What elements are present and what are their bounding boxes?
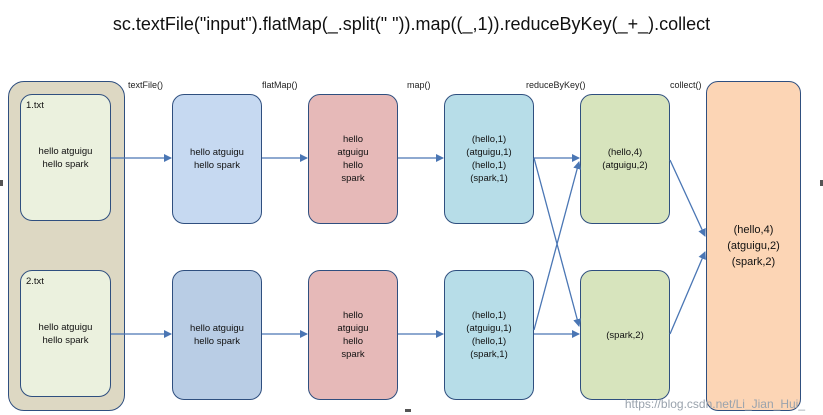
flatmap-bottom-word-4: spark xyxy=(341,349,365,360)
file1-line-2: hello spark xyxy=(42,158,89,170)
file-box-2: 2.txt hello atguigu hello spark xyxy=(20,270,111,397)
reduce-bottom-pair-1: (spark,2) xyxy=(606,329,644,341)
textfile-top-line-1: hello atguigu xyxy=(190,147,244,158)
map-bottom-pair-4: (spark,1) xyxy=(470,349,508,360)
textfile-top-line-2: hello spark xyxy=(194,160,240,171)
flatmap-top-word-1: hello xyxy=(342,134,364,145)
collect-pair-2: (atguigu,2) xyxy=(727,240,780,252)
collect-pair-3: (spark,2) xyxy=(731,256,776,268)
file1-line-1: hello atguigu xyxy=(38,145,93,157)
textfile-output-bottom: hello atguigu hello spark xyxy=(172,270,262,400)
map-top-pair-4: (spark,1) xyxy=(470,173,508,184)
watermark: https://blog.csdn.net/Li_Jian_Hui_ xyxy=(624,397,805,411)
flatmap-bottom-word-1: hello xyxy=(342,310,364,321)
file2-line-1: hello atguigu xyxy=(38,321,93,333)
op-label-flatmap: flatMap() xyxy=(262,80,298,90)
op-label-reducebykey: reduceByKey() xyxy=(526,80,586,90)
edge-handle-right xyxy=(820,180,823,186)
file-name-1: 1.txt xyxy=(26,100,44,111)
op-label-map: map() xyxy=(407,80,431,90)
flatmap-bottom-word-3: hello xyxy=(342,336,364,347)
map-output-bottom: (hello,1) (atguigu,1) (hello,1) (spark,1… xyxy=(444,270,534,400)
reduce-output-bottom: (spark,2) xyxy=(580,270,670,400)
reduce-top-pair-2: (atguigu,2) xyxy=(602,160,648,171)
map-top-pair-1: (hello,1) xyxy=(471,134,507,145)
arrow-reduce-bottom-to-collect xyxy=(669,251,706,335)
flatmap-top-word-2: atguigu xyxy=(337,147,369,158)
textfile-bottom-line-1: hello atguigu xyxy=(190,323,244,334)
map-top-pair-2: (atguigu,1) xyxy=(466,147,512,158)
file2-line-2: hello spark xyxy=(42,334,89,346)
flatmap-top-word-3: hello xyxy=(342,160,364,171)
arrow-map-top-to-reduce-bottom xyxy=(533,157,582,327)
textfile-output-top: hello atguigu hello spark xyxy=(172,94,262,224)
flatmap-top-word-4: spark xyxy=(341,173,365,184)
edge-handle-left xyxy=(0,180,3,186)
op-label-collect: collect() xyxy=(670,80,702,90)
collect-pair-1: (hello,4) xyxy=(733,224,774,236)
reduce-output-top: (hello,4) (atguigu,2) xyxy=(580,94,670,224)
flatmap-bottom-word-2: atguigu xyxy=(337,323,369,334)
map-output-top: (hello,1) (atguigu,1) (hello,1) (spark,1… xyxy=(444,94,534,224)
reduce-top-pair-1: (hello,4) xyxy=(607,147,643,158)
map-bottom-pair-3: (hello,1) xyxy=(471,336,507,347)
file-name-2: 2.txt xyxy=(26,276,44,287)
arrow-reduce-top-to-collect xyxy=(669,159,706,237)
edge-handle-bottom xyxy=(405,409,411,412)
map-bottom-pair-1: (hello,1) xyxy=(471,310,507,321)
map-bottom-pair-2: (atguigu,1) xyxy=(466,323,512,334)
textfile-bottom-line-2: hello spark xyxy=(194,336,240,347)
flatmap-output-bottom: hello atguigu hello spark xyxy=(308,270,398,400)
diagram-title: sc.textFile("input").flatMap(_.split(" "… xyxy=(112,14,711,34)
arrow-map-bottom-to-reduce-top xyxy=(533,161,582,331)
op-label-textfile: textFile() xyxy=(128,80,164,90)
collect-output: (hello,4) (atguigu,2) (spark,2) xyxy=(706,81,801,411)
flatmap-output-top: hello atguigu hello spark xyxy=(308,94,398,224)
file-box-1: 1.txt hello atguigu hello spark xyxy=(20,94,111,221)
map-top-pair-3: (hello,1) xyxy=(471,160,507,171)
